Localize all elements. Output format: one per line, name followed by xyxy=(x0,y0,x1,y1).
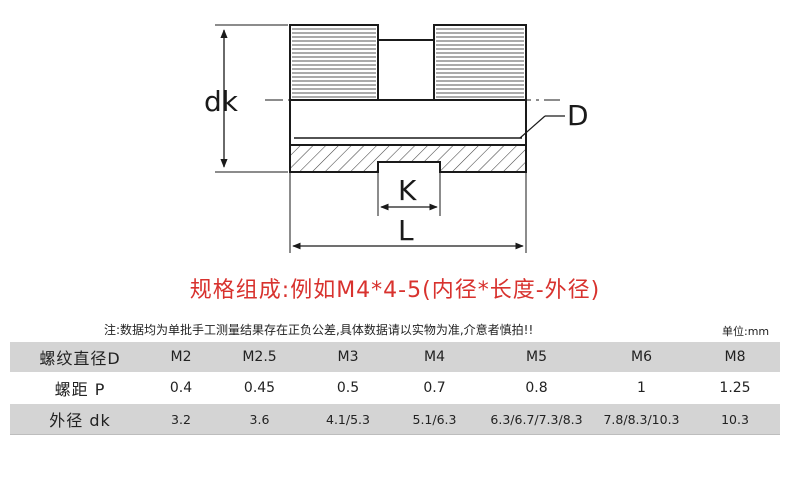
waist-groove xyxy=(377,25,435,100)
spec-title: 规格组成:例如M4*4-5(内径*长度-外径) xyxy=(189,278,601,303)
knurl-right xyxy=(433,24,527,101)
table-cell: 0.5 xyxy=(307,372,389,404)
table-cell: M4 xyxy=(389,342,480,373)
table-row: 螺纹直径D M2 M2.5 M3 M4 M5 M6 M8 xyxy=(10,342,780,373)
dk-dimension xyxy=(215,24,288,173)
table-cell: 3.2 xyxy=(150,403,212,435)
table-cell: 0.4 xyxy=(150,372,212,404)
row-header: 螺距 P xyxy=(10,372,150,404)
d-label: D xyxy=(567,99,589,132)
l-dimension xyxy=(289,172,527,253)
table-cell: 3.6 xyxy=(212,403,307,435)
table-cell: M6 xyxy=(593,342,690,373)
table-cell: 0.45 xyxy=(212,372,307,404)
dk-label: dk xyxy=(204,85,239,118)
table-cell: 5.1/6.3 xyxy=(389,403,480,435)
unit-label: 单位:mm xyxy=(722,325,770,338)
table-cell: M3 xyxy=(307,342,389,373)
table-cell: 0.7 xyxy=(389,372,480,404)
table-row: 外径 dk 3.2 3.6 4.1/5.3 5.1/6.3 6.3/6.7/7.… xyxy=(10,403,780,435)
table-cell: 1.25 xyxy=(690,372,780,404)
insert-nut-technical-drawing: dk D K L xyxy=(204,24,589,253)
l-label: L xyxy=(398,214,414,247)
table-cell: 7.8/8.3/10.3 xyxy=(593,403,690,435)
table-row: 螺距 P 0.4 0.45 0.5 0.7 0.8 1 1.25 xyxy=(10,372,780,404)
hatched-section xyxy=(289,144,527,173)
k-dimension xyxy=(377,172,441,216)
knurl-left xyxy=(289,24,379,101)
table-cell: 4.1/5.3 xyxy=(307,403,389,435)
k-label: K xyxy=(398,174,417,207)
table-cell: M2.5 xyxy=(212,342,307,373)
table-cell: 1 xyxy=(593,372,690,404)
spec-table: 螺纹直径D M2 M2.5 M3 M4 M5 M6 M8 螺距 P 0.4 0.… xyxy=(10,342,780,435)
row-header: 螺纹直径D xyxy=(10,342,150,373)
table-cell: 6.3/6.7/7.3/8.3 xyxy=(480,403,593,435)
d-leader xyxy=(519,115,565,139)
table-cell: 0.8 xyxy=(480,372,593,404)
measurement-note: 注:数据均为单批手工测量结果存在正负公差,具体数据请以实物为准,介意者慎拍!! xyxy=(104,323,534,337)
table-cell: M8 xyxy=(690,342,780,373)
table-cell: M2 xyxy=(150,342,212,373)
bore xyxy=(289,99,527,145)
table-cell: 10.3 xyxy=(690,403,780,435)
row-header: 外径 dk xyxy=(10,403,150,435)
table-cell: M5 xyxy=(480,342,593,373)
